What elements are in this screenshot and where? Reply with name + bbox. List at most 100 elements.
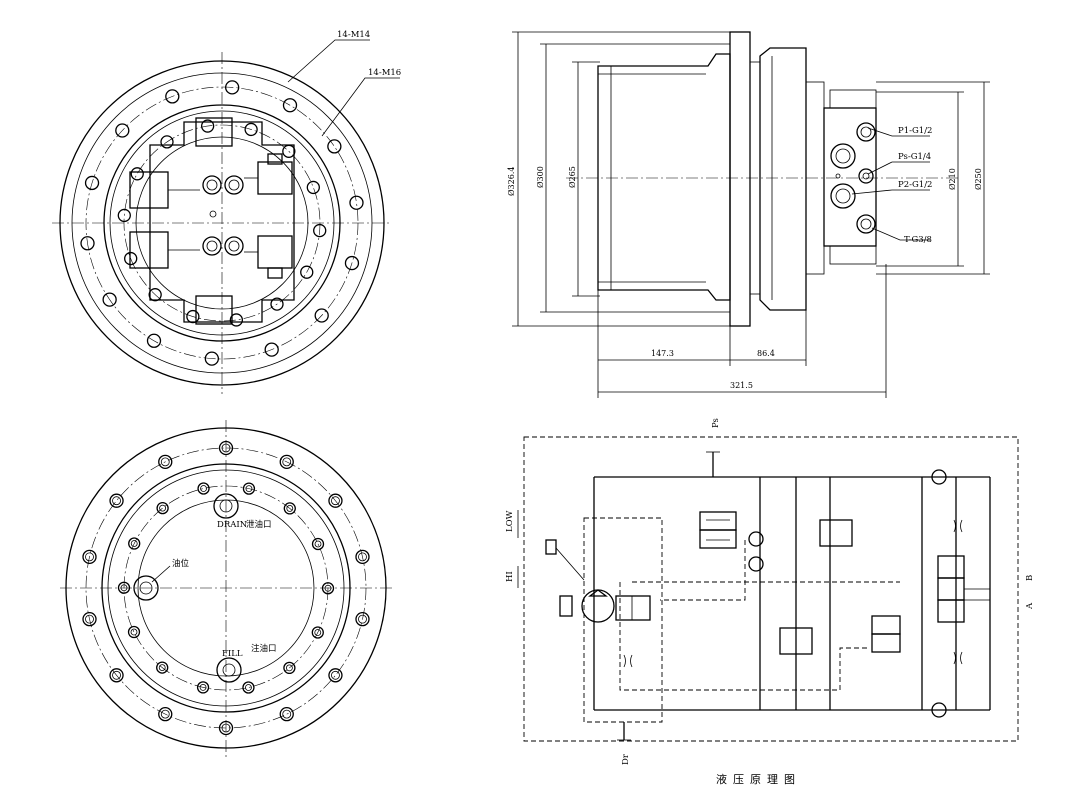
label-b: B (1025, 575, 1035, 581)
rear-outer-bolt-hole-bore (331, 670, 340, 680)
rear-outer-bolt-hole (218, 440, 234, 456)
rear-outer-bolt-hole (109, 493, 124, 508)
dim-d210: Ø210 (948, 168, 957, 190)
dim-321: 321.5 (730, 381, 753, 390)
port-ps: Ps-G1/4 (898, 152, 931, 162)
rear-inner-bolt-hole (311, 537, 325, 551)
front-inner-bolt-hole (306, 180, 320, 195)
front-outer-bolt-hole (102, 292, 117, 307)
front-inner-bolt-hole (130, 167, 144, 181)
schematic-caption: 液压原理图 (716, 772, 801, 786)
dim-d250: Ø250 (974, 168, 983, 190)
front-outer-bolt-hole (204, 351, 219, 366)
front-outer-bolt-hole (115, 123, 130, 138)
rear-outer-bolt-hole-bore (331, 496, 340, 506)
rear-inner-bolt-holes (117, 482, 335, 694)
front-inner-bolt-hole (124, 251, 138, 266)
rear-inner-bolt-hole (283, 661, 296, 675)
rear-outer-bolt-hole-bore (85, 614, 94, 624)
label-ps: Ps (711, 418, 721, 428)
level-plug (133, 575, 159, 601)
drain-plug (213, 493, 239, 519)
rear-outer-bolt-hole (279, 706, 294, 722)
rear-inner-bolt-hole-bore (130, 628, 138, 636)
rear-outer-bolt-hole (279, 454, 294, 470)
rear-inner-bolt-hole-bore (285, 664, 293, 672)
rear-outer-bolt-hole-bore (282, 709, 292, 719)
rear-outer-bolt-hole-bore (358, 614, 367, 624)
rear-outer-bolt-hole-bore (112, 496, 121, 506)
rear-outer-bolt-hole (218, 720, 234, 736)
dim-147: 147.3 (651, 349, 674, 358)
drain-cn-label: 泄油口 (246, 519, 272, 530)
rear-outer-bolt-hole-bore (85, 552, 94, 562)
rear-inner-bolt-hole (156, 501, 169, 515)
front-outer-bolt-hole (264, 342, 279, 357)
front-outer-bolt-hole (84, 175, 100, 191)
front-outer-bolt-hole (80, 236, 95, 251)
rear-outer-bolt-hole-bore (282, 457, 292, 467)
label-a: A (1025, 602, 1035, 610)
rear-outer-bolt-hole-bore (358, 552, 367, 562)
rear-inner-bolt-hole-bore (286, 505, 294, 512)
front-outer-bolt-hole (314, 308, 329, 323)
rear-inner-bolt-hole (128, 537, 141, 550)
front-inner-bolt-hole (117, 208, 131, 223)
rear-inner-bolt-hole (242, 482, 256, 495)
rear-inner-bolt-hole-bore (324, 584, 332, 592)
fill-plug (216, 657, 242, 683)
rear-inner-bolt-hole-bore (199, 683, 207, 691)
rear-view: DRAIN 泄油口 油位 FILL 注油口 (60, 420, 395, 758)
fill-label: FILL (222, 649, 243, 659)
rear-outer-bolt-hole-bore (112, 670, 121, 680)
rear-outer-bolt-hole (355, 612, 370, 627)
rear-outer-bolt-hole-bore (221, 443, 231, 453)
rear-outer-bolt-hole (328, 668, 343, 683)
rear-outer-bolt-hole (109, 668, 124, 683)
drain-label: DRAIN (217, 520, 248, 530)
rear-inner-bolt-hole-bore (245, 684, 252, 691)
front-outer-bolt-hole (282, 98, 298, 113)
front-outer-bolt-hole (349, 195, 364, 210)
rear-outer-bolt-hole-bore (160, 457, 170, 467)
front-inner-bolt-hole (300, 265, 314, 279)
rear-inner-bolt-hole (283, 502, 296, 515)
level-cn-label: 油位 (172, 558, 190, 569)
label-hi: HI (505, 571, 515, 582)
front-outer-bolt-holes (80, 80, 364, 366)
front-valve-block (129, 117, 295, 325)
front-outer-bolt-hole (327, 139, 342, 154)
dim-d265: Ø265 (568, 166, 577, 188)
rear-inner-bolt-hole-bore (158, 664, 166, 671)
rear-inner-bolt-hole-bore (245, 485, 253, 493)
front-inner-bolt-hole (229, 313, 244, 327)
rear-inner-bolt-hole-bore (200, 485, 207, 492)
front-outer-bolt-hole (344, 255, 360, 271)
rear-inner-bolt-hole (117, 581, 131, 594)
dim-d326: Ø326.4 (507, 167, 516, 196)
front-view: 14-M14 14-M16 (52, 30, 401, 394)
front-outer-bolt-hole (165, 89, 180, 104)
callout-14-m16: 14-M16 (368, 68, 401, 78)
callout-14-m14: 14-M14 (337, 30, 370, 40)
port-t: T-G3/8 (904, 235, 932, 245)
rear-inner-bolt-hole (197, 482, 210, 495)
rear-inner-bolt-hole (321, 582, 335, 595)
front-outer-bolt-hole (225, 80, 240, 95)
rear-inner-bolt-hole-bore (130, 540, 138, 547)
front-inner-bolt-hole (313, 223, 327, 238)
rear-outer-bolt-hole (328, 493, 343, 508)
rear-outer-bolt-hole (158, 454, 173, 470)
rear-inner-bolt-hole (127, 625, 141, 639)
front-inner-bolt-hole (282, 144, 296, 158)
side-view: P1-G1/2 Ps-G1/4 P2-G1/2 T-G3/8 Ø326.4 Ø3… (507, 31, 990, 398)
rear-inner-bolt-hole-bore (159, 504, 167, 512)
rear-outer-bolt-hole (82, 612, 97, 627)
rear-inner-bolt-hole-bore (120, 584, 128, 592)
port-p2: P2-G1/2 (898, 180, 932, 190)
rear-outer-bolt-hole (355, 549, 370, 564)
front-inner-bolt-hole (244, 122, 258, 137)
front-inner-bolt-hole (200, 119, 215, 133)
dim-86: 86.4 (757, 349, 775, 358)
